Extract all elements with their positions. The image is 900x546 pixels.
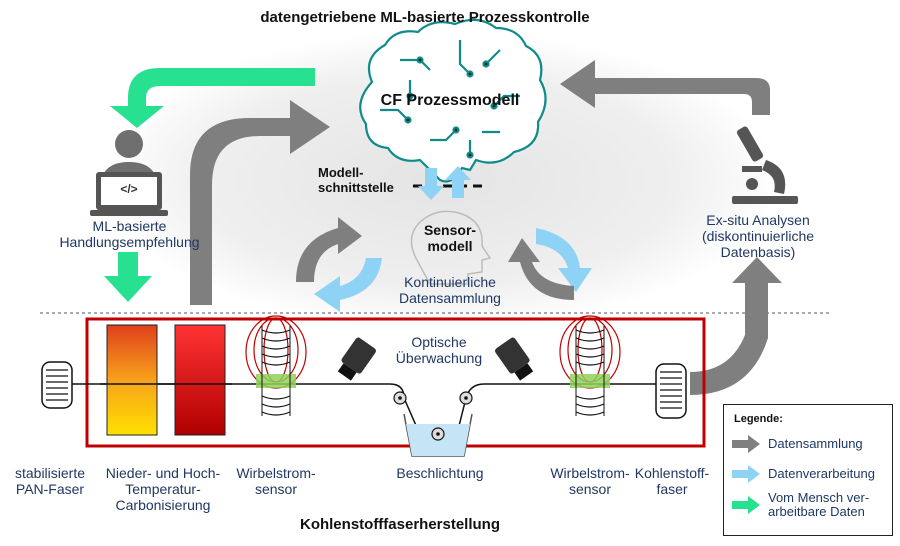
coating-label: Beschlichtung xyxy=(396,465,484,481)
cycle-arrow-left-gray xyxy=(296,217,362,282)
interface-arrow-down xyxy=(418,168,444,200)
legend-item-data-collection: Datensammlung xyxy=(732,435,863,453)
data-collection-arrow-right xyxy=(690,257,782,395)
camera-right-icon xyxy=(495,337,534,381)
bottom-title: Kohlenstofffaserherstellung xyxy=(299,516,501,533)
legend-item-data-processing: Datenverarbeitung xyxy=(732,465,875,483)
carbon-fiber-spool xyxy=(655,363,687,419)
sensor-model-icon xyxy=(410,210,492,285)
gray-arrow-icon xyxy=(732,435,760,453)
pan-fiber-spool xyxy=(41,361,73,409)
legend: Legende: Datensammlung Datenverarbeitung… xyxy=(723,404,893,536)
carbon-fiber-label: Kohlenstoff-faser xyxy=(634,465,710,498)
process-frame xyxy=(85,317,706,448)
coating-bath xyxy=(393,391,473,457)
user-laptop-icon xyxy=(90,130,168,216)
legend-item-human-data: Vom Mensch ver- arbeitbare Daten xyxy=(732,490,870,520)
furnace-high-temperature xyxy=(174,324,226,436)
data-collection-arrow-top-right xyxy=(560,60,770,115)
cycle-arrow-left-blue xyxy=(314,258,382,312)
eddy-sensor-left-label: Wirbelstrom-sensor xyxy=(236,465,316,498)
carbonization-label: Nieder- und Hoch-Temperatur-Carbonisieru… xyxy=(105,465,221,514)
legend-label: Datensammlung xyxy=(768,435,863,451)
human-data-arrow-top xyxy=(110,68,315,128)
furnace-low-temperature xyxy=(106,324,158,436)
legend-label: Vom Mensch ver- arbeitbare Daten xyxy=(768,490,870,520)
brain-icon xyxy=(359,18,547,183)
human-data-arrow-down xyxy=(104,252,152,302)
interface-label: Modell-schnittstelle xyxy=(318,165,394,195)
cycle-arrow-right-gray xyxy=(508,238,574,300)
microscope-icon xyxy=(732,126,798,204)
eddy-current-sensor-right xyxy=(559,315,621,416)
legend-title: Legende: xyxy=(734,413,783,425)
green-arrow-icon xyxy=(732,496,760,515)
eddy-sensor-right-label: Wirbelstrom-sensor xyxy=(550,465,630,498)
cycle-arrow-right-blue xyxy=(536,228,592,292)
diagram-title: datengetriebene ML-basierte Prozesskontr… xyxy=(260,9,590,26)
camera-left-icon xyxy=(337,337,376,381)
brain-label: CF Prozessmodell xyxy=(380,92,520,109)
legend-label: Datenverarbeitung xyxy=(768,465,875,481)
data-collection-arrow-left xyxy=(190,100,330,305)
sensor-model-label: Sensor-modell xyxy=(423,222,477,255)
light-blue-arrow-icon xyxy=(732,465,760,483)
eddy-current-sensor-left xyxy=(245,315,307,416)
laptop-code-symbol: </> xyxy=(120,182,138,196)
interface-arrow-up xyxy=(445,166,471,198)
